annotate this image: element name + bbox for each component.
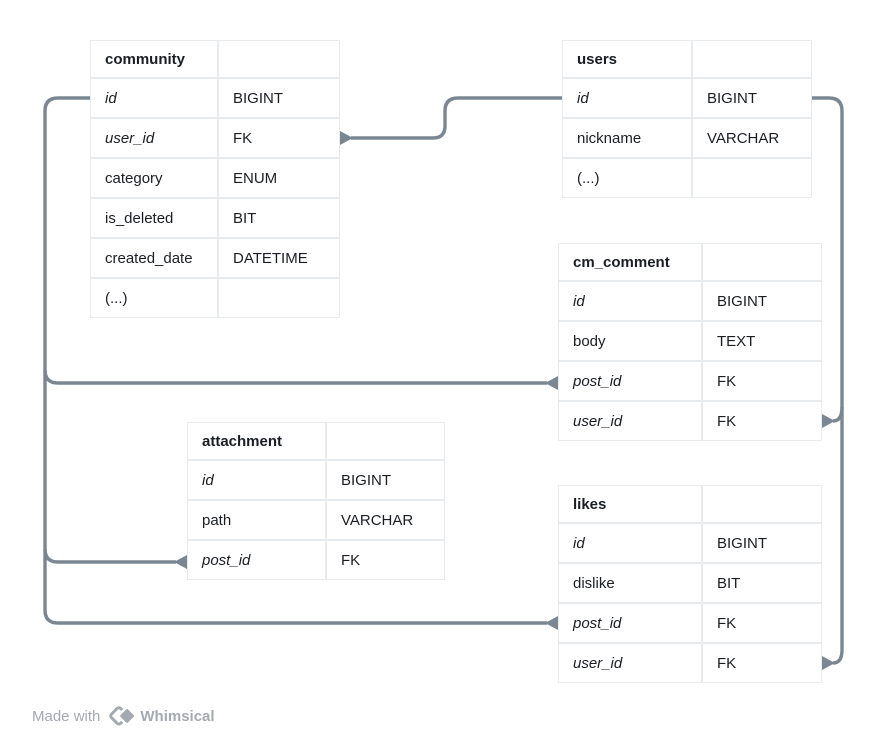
connector-community-user-id-to-users-id[interactable] bbox=[351, 96, 562, 140]
arrowhead-attachment-post-id bbox=[174, 555, 187, 569]
field-type-cell: FK bbox=[702, 643, 822, 683]
field-name-cell: post_id bbox=[558, 603, 702, 643]
table-title: community bbox=[90, 40, 218, 78]
entity-table-cm-comment[interactable]: cm_comment id BIGINT body TEXT post_id F… bbox=[558, 243, 822, 441]
table-row: category ENUM bbox=[90, 158, 340, 198]
entity-table-users[interactable]: users id BIGINT nickname VARCHAR (...) bbox=[562, 40, 812, 198]
table-title: users bbox=[562, 40, 692, 78]
table-row: (...) bbox=[90, 278, 340, 318]
table-row: nickname VARCHAR bbox=[562, 118, 812, 158]
table-row: user_id FK bbox=[90, 118, 340, 158]
field-type-cell: VARCHAR bbox=[692, 118, 812, 158]
field-name-cell: id bbox=[187, 460, 326, 500]
field-type-cell: VARCHAR bbox=[326, 500, 445, 540]
table-header-type-cell bbox=[326, 422, 445, 460]
table-row: dislike BIT bbox=[558, 563, 822, 603]
table-row: path VARCHAR bbox=[187, 500, 445, 540]
table-row: created_date DATETIME bbox=[90, 238, 340, 278]
table-header-row: likes bbox=[558, 485, 822, 523]
field-name-cell: category bbox=[90, 158, 218, 198]
field-type-cell: BIT bbox=[218, 198, 340, 238]
field-type-cell: FK bbox=[702, 401, 822, 441]
entity-table-likes[interactable]: likes id BIGINT dislike BIT post_id FK u… bbox=[558, 485, 822, 683]
arrowhead-cm-comment-user-id bbox=[822, 414, 835, 428]
field-name-cell: created_date bbox=[90, 238, 218, 278]
field-name-cell: post_id bbox=[187, 540, 326, 580]
connector-branch-to-cm-comment-post-id[interactable] bbox=[43, 369, 547, 385]
connector-community-id-to-likes-post-id[interactable] bbox=[43, 96, 547, 625]
arrowhead-likes-post-id bbox=[545, 616, 558, 630]
field-name-cell: is_deleted bbox=[90, 198, 218, 238]
table-row: id BIGINT bbox=[562, 78, 812, 118]
table-header-row: attachment bbox=[187, 422, 445, 460]
table-row: post_id FK bbox=[558, 603, 822, 643]
whimsical-logo-icon bbox=[109, 706, 137, 726]
made-with-whimsical-badge[interactable]: Made with Whimsical bbox=[32, 703, 215, 729]
field-type-cell bbox=[692, 158, 812, 198]
field-name-cell: body bbox=[558, 321, 702, 361]
field-type-cell: BIGINT bbox=[702, 523, 822, 563]
table-row: id BIGINT bbox=[90, 78, 340, 118]
field-name-cell: id bbox=[558, 281, 702, 321]
table-row: post_id FK bbox=[558, 361, 822, 401]
arrowhead-likes-user-id bbox=[822, 656, 835, 670]
field-type-cell: FK bbox=[218, 118, 340, 158]
field-name-cell: id bbox=[90, 78, 218, 118]
field-type-cell: TEXT bbox=[702, 321, 822, 361]
table-row: is_deleted BIT bbox=[90, 198, 340, 238]
field-name-cell: (...) bbox=[562, 158, 692, 198]
table-header-row: users bbox=[562, 40, 812, 78]
field-name-cell: id bbox=[562, 78, 692, 118]
made-with-label: Made with bbox=[32, 707, 101, 725]
connector-branch-to-attachment-post-id[interactable] bbox=[43, 548, 176, 564]
table-header-type-cell bbox=[218, 40, 340, 78]
table-title: likes bbox=[558, 485, 702, 523]
arrowhead-community-user-id bbox=[340, 131, 353, 145]
table-header-row: cm_comment bbox=[558, 243, 822, 281]
field-name-cell: user_id bbox=[558, 643, 702, 683]
table-title: attachment bbox=[187, 422, 326, 460]
field-name-cell: post_id bbox=[558, 361, 702, 401]
field-type-cell: ENUM bbox=[218, 158, 340, 198]
table-row: post_id FK bbox=[187, 540, 445, 580]
table-row: user_id FK bbox=[558, 643, 822, 683]
table-header-type-cell bbox=[692, 40, 812, 78]
table-row: (...) bbox=[562, 158, 812, 198]
field-name-cell: path bbox=[187, 500, 326, 540]
field-name-cell: dislike bbox=[558, 563, 702, 603]
field-type-cell: BIGINT bbox=[702, 281, 822, 321]
field-type-cell: BIGINT bbox=[218, 78, 340, 118]
arrowhead-cm-comment-post-id bbox=[545, 376, 558, 390]
field-name-cell: user_id bbox=[90, 118, 218, 158]
field-name-cell: nickname bbox=[562, 118, 692, 158]
field-type-cell bbox=[218, 278, 340, 318]
field-name-cell: user_id bbox=[558, 401, 702, 441]
field-type-cell: BIGINT bbox=[326, 460, 445, 500]
entity-table-community[interactable]: community id BIGINT user_id FK category … bbox=[90, 40, 340, 318]
table-row: id BIGINT bbox=[558, 523, 822, 563]
table-row: id BIGINT bbox=[558, 281, 822, 321]
connector-branch-to-cm-comment-user-id[interactable] bbox=[832, 406, 844, 423]
table-row: id BIGINT bbox=[187, 460, 445, 500]
table-title: cm_comment bbox=[558, 243, 702, 281]
table-header-row: community bbox=[90, 40, 340, 78]
connector-users-id-to-likes-user-id[interactable] bbox=[812, 96, 844, 665]
field-type-cell: BIGINT bbox=[692, 78, 812, 118]
field-type-cell: BIT bbox=[702, 563, 822, 603]
table-row: user_id FK bbox=[558, 401, 822, 441]
table-header-type-cell bbox=[702, 243, 822, 281]
whimsical-brand-label: Whimsical bbox=[140, 707, 215, 725]
field-type-cell: FK bbox=[702, 603, 822, 643]
field-name-cell: (...) bbox=[90, 278, 218, 318]
table-header-type-cell bbox=[702, 485, 822, 523]
field-name-cell: id bbox=[558, 523, 702, 563]
table-row: body TEXT bbox=[558, 321, 822, 361]
field-type-cell: FK bbox=[702, 361, 822, 401]
entity-table-attachment[interactable]: attachment id BIGINT path VARCHAR post_i… bbox=[187, 422, 445, 580]
field-type-cell: DATETIME bbox=[218, 238, 340, 278]
field-type-cell: FK bbox=[326, 540, 445, 580]
